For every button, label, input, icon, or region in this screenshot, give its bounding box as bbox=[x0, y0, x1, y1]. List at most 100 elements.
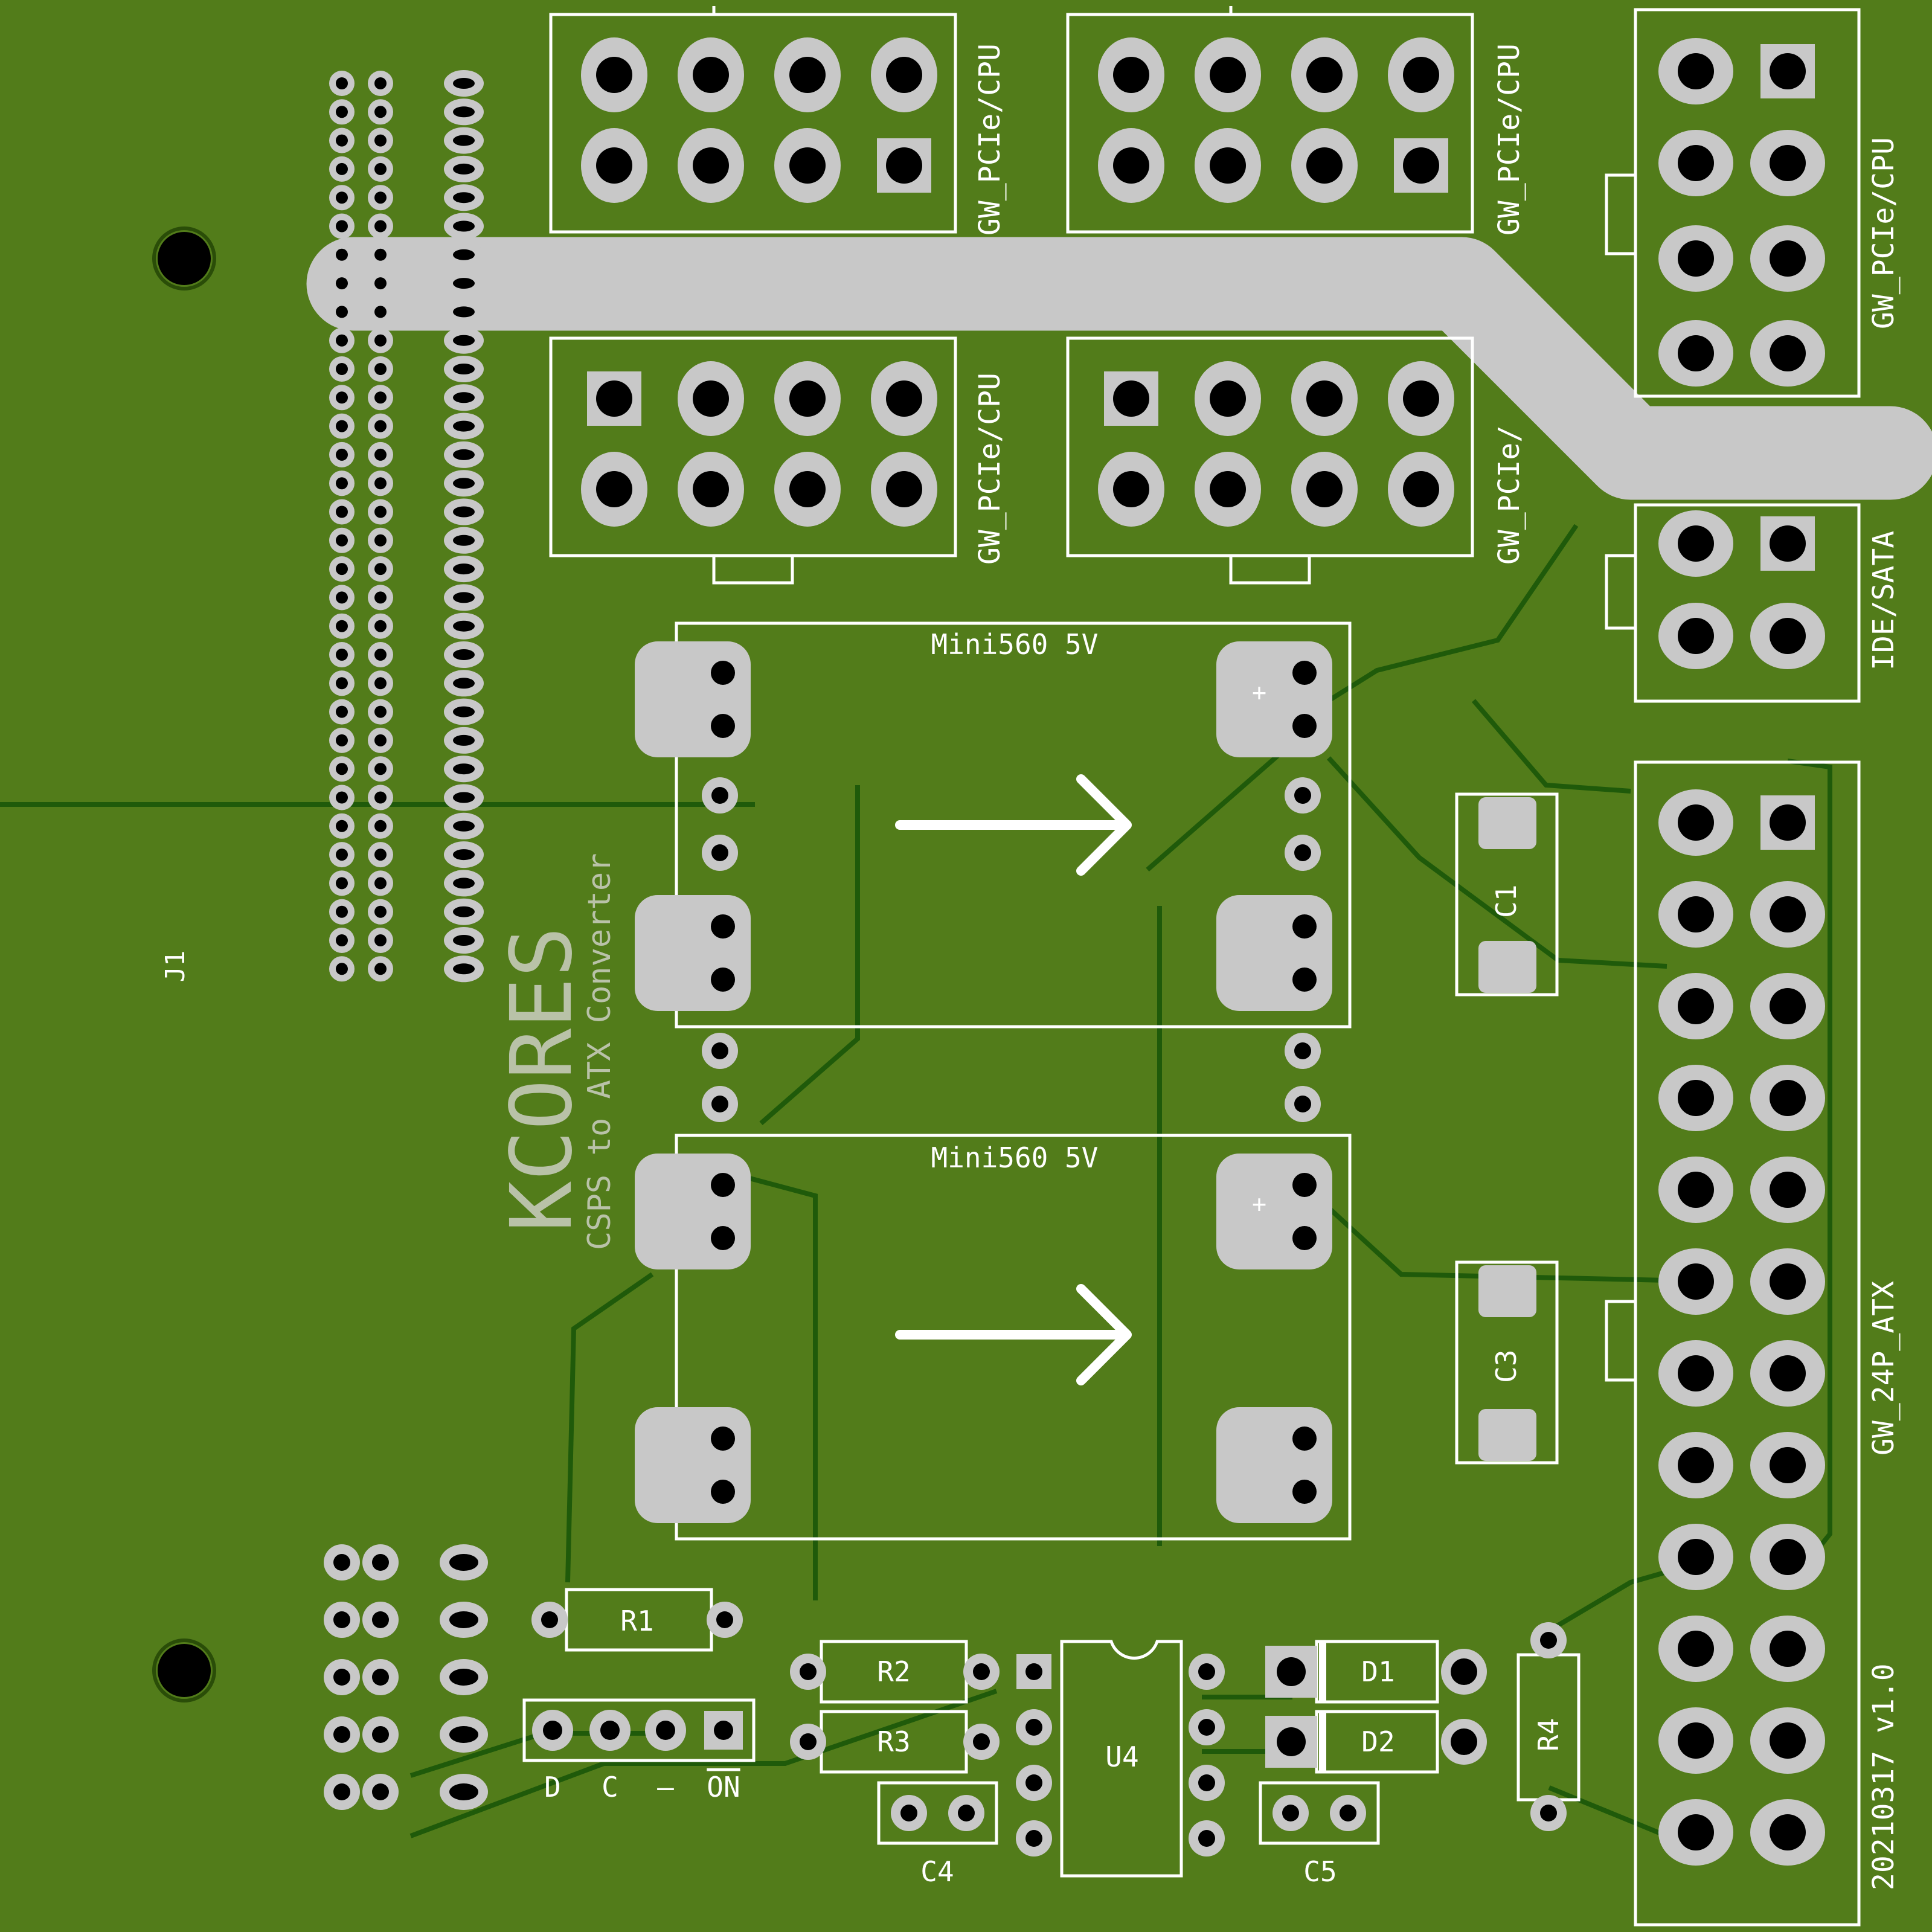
pin-hole bbox=[711, 1096, 728, 1112]
pin-hole bbox=[1678, 618, 1714, 654]
pin-hole bbox=[886, 380, 922, 417]
pin-hole bbox=[333, 1554, 350, 1571]
pin-hole bbox=[372, 1726, 389, 1743]
pin-hole bbox=[449, 1669, 478, 1686]
pin-hole bbox=[336, 106, 348, 118]
pin-hole bbox=[336, 820, 348, 832]
pin-hole bbox=[1678, 1539, 1714, 1575]
pin-hole bbox=[453, 506, 475, 518]
pin-label-c: C bbox=[602, 1771, 618, 1803]
pin-hole bbox=[711, 1427, 735, 1451]
pin-hole bbox=[711, 661, 735, 685]
pin-hole bbox=[711, 914, 735, 939]
pin-hole bbox=[374, 477, 387, 490]
pin-hole bbox=[453, 649, 475, 660]
pin-hole bbox=[453, 278, 475, 289]
pin-hole bbox=[1113, 471, 1149, 507]
pin-hole bbox=[1770, 988, 1806, 1024]
pin-hole bbox=[1678, 145, 1714, 181]
pin-hole bbox=[711, 1480, 735, 1504]
pin-hole bbox=[886, 147, 922, 184]
pin-hole bbox=[374, 849, 387, 861]
connector-outline bbox=[1066, 336, 1474, 557]
capacitor-outline bbox=[1455, 1260, 1559, 1465]
pin-hole bbox=[693, 147, 729, 184]
pin-hole bbox=[336, 591, 348, 604]
pin-hole bbox=[1770, 896, 1806, 932]
pin-hole bbox=[374, 820, 387, 832]
capacitor-outline bbox=[1455, 792, 1559, 996]
pin-hole bbox=[596, 380, 632, 417]
pin-hole bbox=[453, 335, 475, 346]
pin-hole bbox=[1678, 1447, 1714, 1483]
pin-label-on: ON bbox=[707, 1771, 740, 1803]
label-d2: D2 bbox=[1361, 1725, 1394, 1758]
pin-hole bbox=[1540, 1632, 1557, 1649]
label-c4: C4 bbox=[920, 1855, 954, 1888]
module-pad bbox=[1216, 1407, 1332, 1523]
module-pad bbox=[635, 895, 751, 1011]
pin-hole bbox=[711, 1173, 735, 1197]
pin-hole bbox=[453, 878, 475, 889]
connector-latch bbox=[1605, 554, 1635, 630]
connector-latch bbox=[1605, 1300, 1635, 1382]
pin-hole bbox=[372, 1611, 389, 1628]
pin-hole bbox=[453, 706, 475, 717]
capacitor-outline bbox=[1259, 1781, 1380, 1845]
pin-hole bbox=[453, 220, 475, 232]
pin-hole bbox=[336, 162, 348, 175]
pin-hole bbox=[374, 934, 387, 946]
module-outline bbox=[675, 1134, 1352, 1541]
pin-hole bbox=[886, 471, 922, 507]
connector-outline bbox=[549, 336, 957, 557]
label-c1: C1 bbox=[1490, 885, 1523, 918]
pin-hole bbox=[333, 1783, 350, 1800]
module-pad bbox=[1216, 895, 1332, 1011]
pin-hole bbox=[1292, 914, 1317, 939]
atx-connector bbox=[1605, 760, 1861, 1927]
pin-hole bbox=[1025, 1719, 1042, 1736]
pin-hole bbox=[333, 1669, 350, 1686]
pin-hole bbox=[336, 77, 348, 89]
pin-hole bbox=[543, 1721, 562, 1740]
pin-hole bbox=[1340, 1805, 1356, 1821]
pin-hole bbox=[336, 134, 348, 147]
pin-hole bbox=[453, 534, 475, 546]
pin-hole bbox=[1678, 1631, 1714, 1667]
pin-hole bbox=[1306, 471, 1343, 507]
pin-hole bbox=[374, 505, 387, 518]
pin-hole bbox=[336, 277, 348, 290]
capacitor-pad bbox=[1478, 1265, 1536, 1317]
pin-hole bbox=[336, 791, 348, 804]
pin-hole bbox=[336, 649, 348, 661]
connector-latch bbox=[1229, 556, 1311, 585]
pin-hole bbox=[693, 471, 729, 507]
connector-label-pcie-mid-left: GW_PCIe/CPU bbox=[973, 373, 1007, 565]
label-r4: R4 bbox=[1532, 1718, 1565, 1751]
pin-hole bbox=[453, 792, 475, 803]
pin-hole bbox=[711, 787, 728, 804]
module-plus-bottom: + bbox=[1252, 1190, 1266, 1218]
pin-hole bbox=[1770, 53, 1806, 89]
pin-hole bbox=[453, 420, 475, 432]
pin-hole bbox=[1210, 57, 1246, 93]
pin-hole bbox=[1770, 1355, 1806, 1391]
pin-hole bbox=[1403, 147, 1439, 184]
pin-hole bbox=[1678, 525, 1714, 562]
pin-hole bbox=[711, 1042, 728, 1059]
pin-hole bbox=[1210, 380, 1246, 417]
pin-hole bbox=[800, 1733, 817, 1750]
connector-label-pcie-right: GW_PCIe/CPU bbox=[1867, 137, 1901, 329]
pin-hole bbox=[1025, 1663, 1042, 1680]
pin-hole bbox=[374, 620, 387, 632]
pin-hole bbox=[336, 505, 348, 518]
pin-hole bbox=[1292, 968, 1317, 992]
pin-hole bbox=[374, 563, 387, 576]
capacitor-pad bbox=[1478, 797, 1536, 849]
mounting-holes bbox=[152, 226, 216, 1703]
pin-hole bbox=[1113, 380, 1149, 417]
pin-label-d: D bbox=[544, 1771, 561, 1803]
pin-hole bbox=[711, 1226, 735, 1250]
board-version: 20210317 v1.0 bbox=[1867, 1663, 1901, 1890]
connector-latch bbox=[712, 556, 794, 585]
